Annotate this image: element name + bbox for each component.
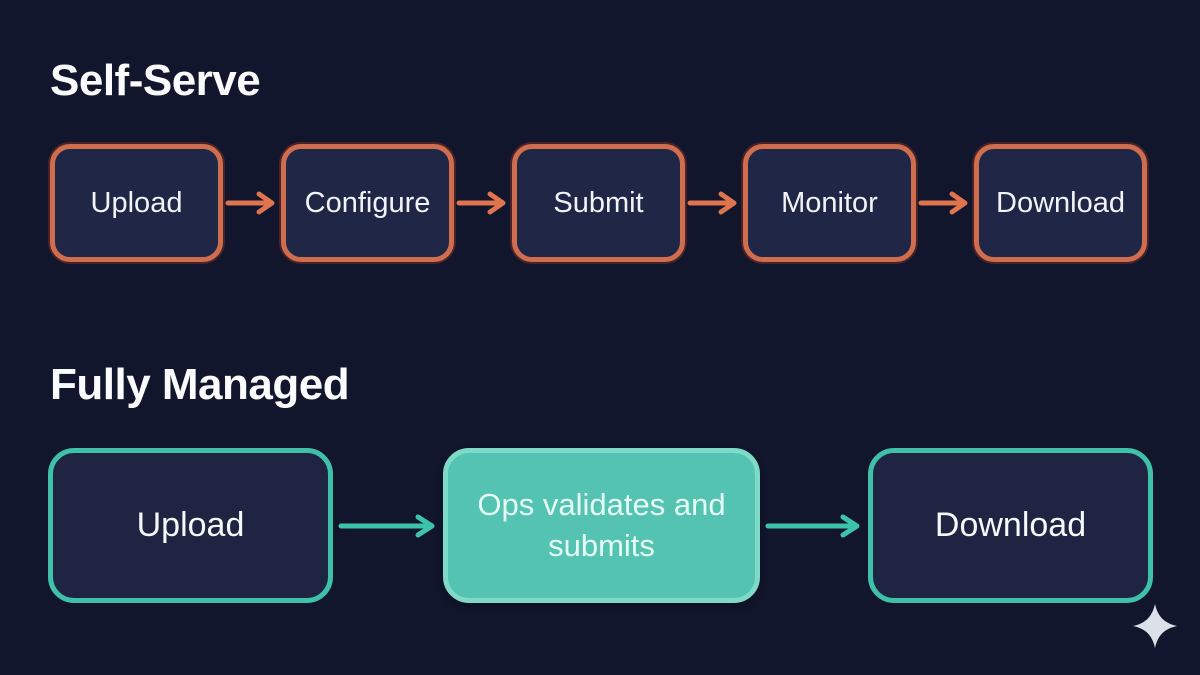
flow-step-label: Submit <box>553 186 644 219</box>
flow-step-configure: Configure <box>281 144 454 262</box>
flow-step-download: Download <box>868 448 1153 603</box>
flow-step-submit: Submit <box>512 144 685 262</box>
flow-step-label: Upload <box>90 186 183 219</box>
arrow-right-icon <box>765 514 860 537</box>
flow-step-download: Download <box>974 144 1147 262</box>
flow-step-label: Upload <box>136 506 245 544</box>
sparkle-icon <box>1133 604 1177 648</box>
self-serve-flow: Upload Configure Submit Monitor Download <box>50 144 1147 262</box>
arrow-right-icon <box>918 191 968 215</box>
flow-step-ops-validates: Ops validates and submits <box>443 448 760 603</box>
fully-managed-section-title: Fully Managed <box>50 360 350 409</box>
self-serve-section-title: Self-Serve <box>50 56 261 105</box>
fully-managed-flow: Upload Ops validates and submits Downloa… <box>48 448 1153 603</box>
flow-step-label: Configure <box>304 186 431 219</box>
flow-step-upload: Upload <box>50 144 223 262</box>
flow-step-monitor: Monitor <box>743 144 916 262</box>
flow-step-label: Download <box>934 506 1087 544</box>
arrow-right-icon <box>338 514 435 537</box>
arrow-right-icon <box>225 191 275 215</box>
arrow-right-icon <box>687 191 737 215</box>
flow-step-upload: Upload <box>48 448 333 603</box>
flow-step-label: Monitor <box>781 186 878 219</box>
flow-step-label: Download <box>996 186 1125 219</box>
flow-step-label: Ops validates and submits <box>477 487 726 563</box>
arrow-right-icon <box>456 191 506 215</box>
